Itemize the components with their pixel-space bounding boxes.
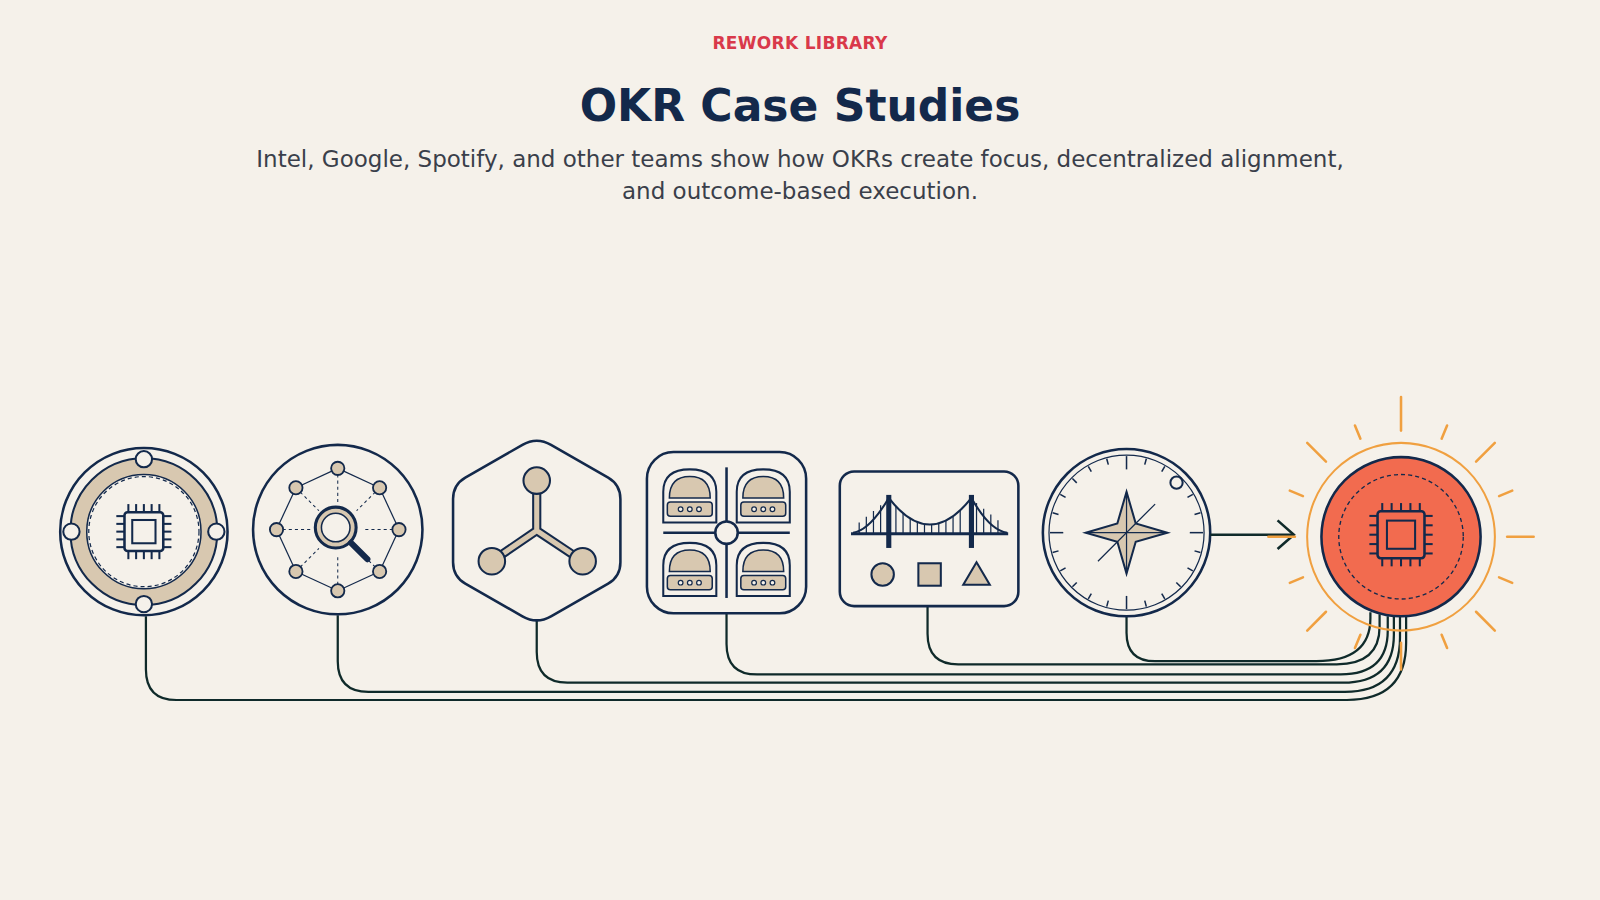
page-caption: Intel, Google, Spotify, and other teams … <box>250 143 1350 207</box>
eyebrow-label: REWORK LIBRARY <box>0 33 1600 53</box>
wire <box>537 616 1394 682</box>
hub-hexagon-icon <box>453 441 620 621</box>
bridge-icon <box>840 471 1019 606</box>
wire <box>146 616 1406 700</box>
wire <box>1127 612 1371 661</box>
chip-ring-icon <box>60 448 227 615</box>
wire <box>338 615 1400 692</box>
page-title: OKR Case Studies <box>0 80 1600 131</box>
focus-chip-icon <box>1268 397 1533 669</box>
compass-icon <box>1043 449 1294 616</box>
wire <box>928 606 1380 664</box>
merge-wires <box>146 606 1406 700</box>
squads-icon <box>647 452 806 613</box>
network-search-icon <box>253 445 422 614</box>
